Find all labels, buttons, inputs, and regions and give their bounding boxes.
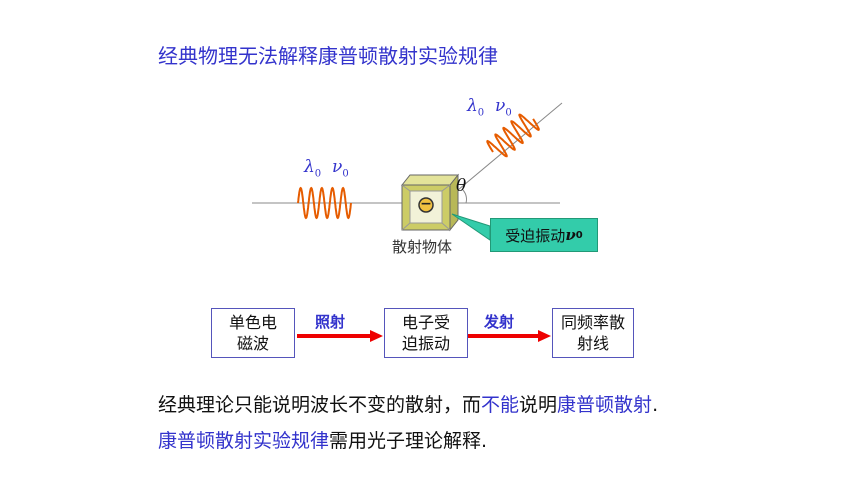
callout-pointer [451, 213, 491, 241]
compton-highlight: 康普顿散射 [557, 394, 653, 416]
theta-arc [461, 188, 467, 204]
theta-label: θ [456, 176, 467, 196]
compton-law-highlight: 康普顿散射实验规律 [158, 430, 330, 452]
conclusion-line-1: 经典理论只能说明波长不变的散射，而不能说明康普顿散射. [158, 394, 659, 416]
conclusion-line-2: 康普顿散射实验规律需用光子理论解释. [158, 430, 488, 452]
page-title: 经典物理无法解释康普顿散射实验规律 [158, 44, 498, 68]
arrow-emit-label: 发射 [484, 313, 515, 331]
box-monochromatic-wave-text: 单色电磁波 [229, 313, 278, 353]
electron-icon [418, 197, 434, 213]
arrow-emit [468, 330, 551, 342]
box-same-frequency-text: 同频率散射线 [561, 313, 626, 353]
scattered-wave [486, 113, 540, 158]
lambda-symbol: λ [304, 157, 315, 177]
callout-nu: ν [565, 226, 576, 244]
scattered-wave-label: λ0 ν0 [467, 96, 512, 119]
arrow-irradiate [297, 330, 383, 342]
box-electron-vibration-text: 电子受迫振动 [402, 313, 451, 353]
callout-text: 受迫振动 [505, 226, 566, 245]
arrow-irradiate-label: 照射 [315, 313, 346, 331]
box-same-frequency: 同频率散射线 [552, 308, 634, 358]
nu-symbol: ν [494, 96, 506, 116]
box-monochromatic-wave: 单色电磁波 [211, 308, 295, 358]
incident-wave [297, 186, 352, 220]
lambda-symbol: λ [467, 96, 478, 116]
electron-minus: − [420, 196, 432, 212]
scatterer-label: 散射物体 [392, 238, 453, 256]
cannot-highlight: 不能 [481, 394, 520, 416]
incident-wave-label: λ0 ν0 [304, 157, 349, 180]
nu-symbol: ν [331, 157, 343, 177]
scattered-line [451, 102, 563, 196]
box-electron-vibration: 电子受迫振动 [384, 308, 468, 358]
